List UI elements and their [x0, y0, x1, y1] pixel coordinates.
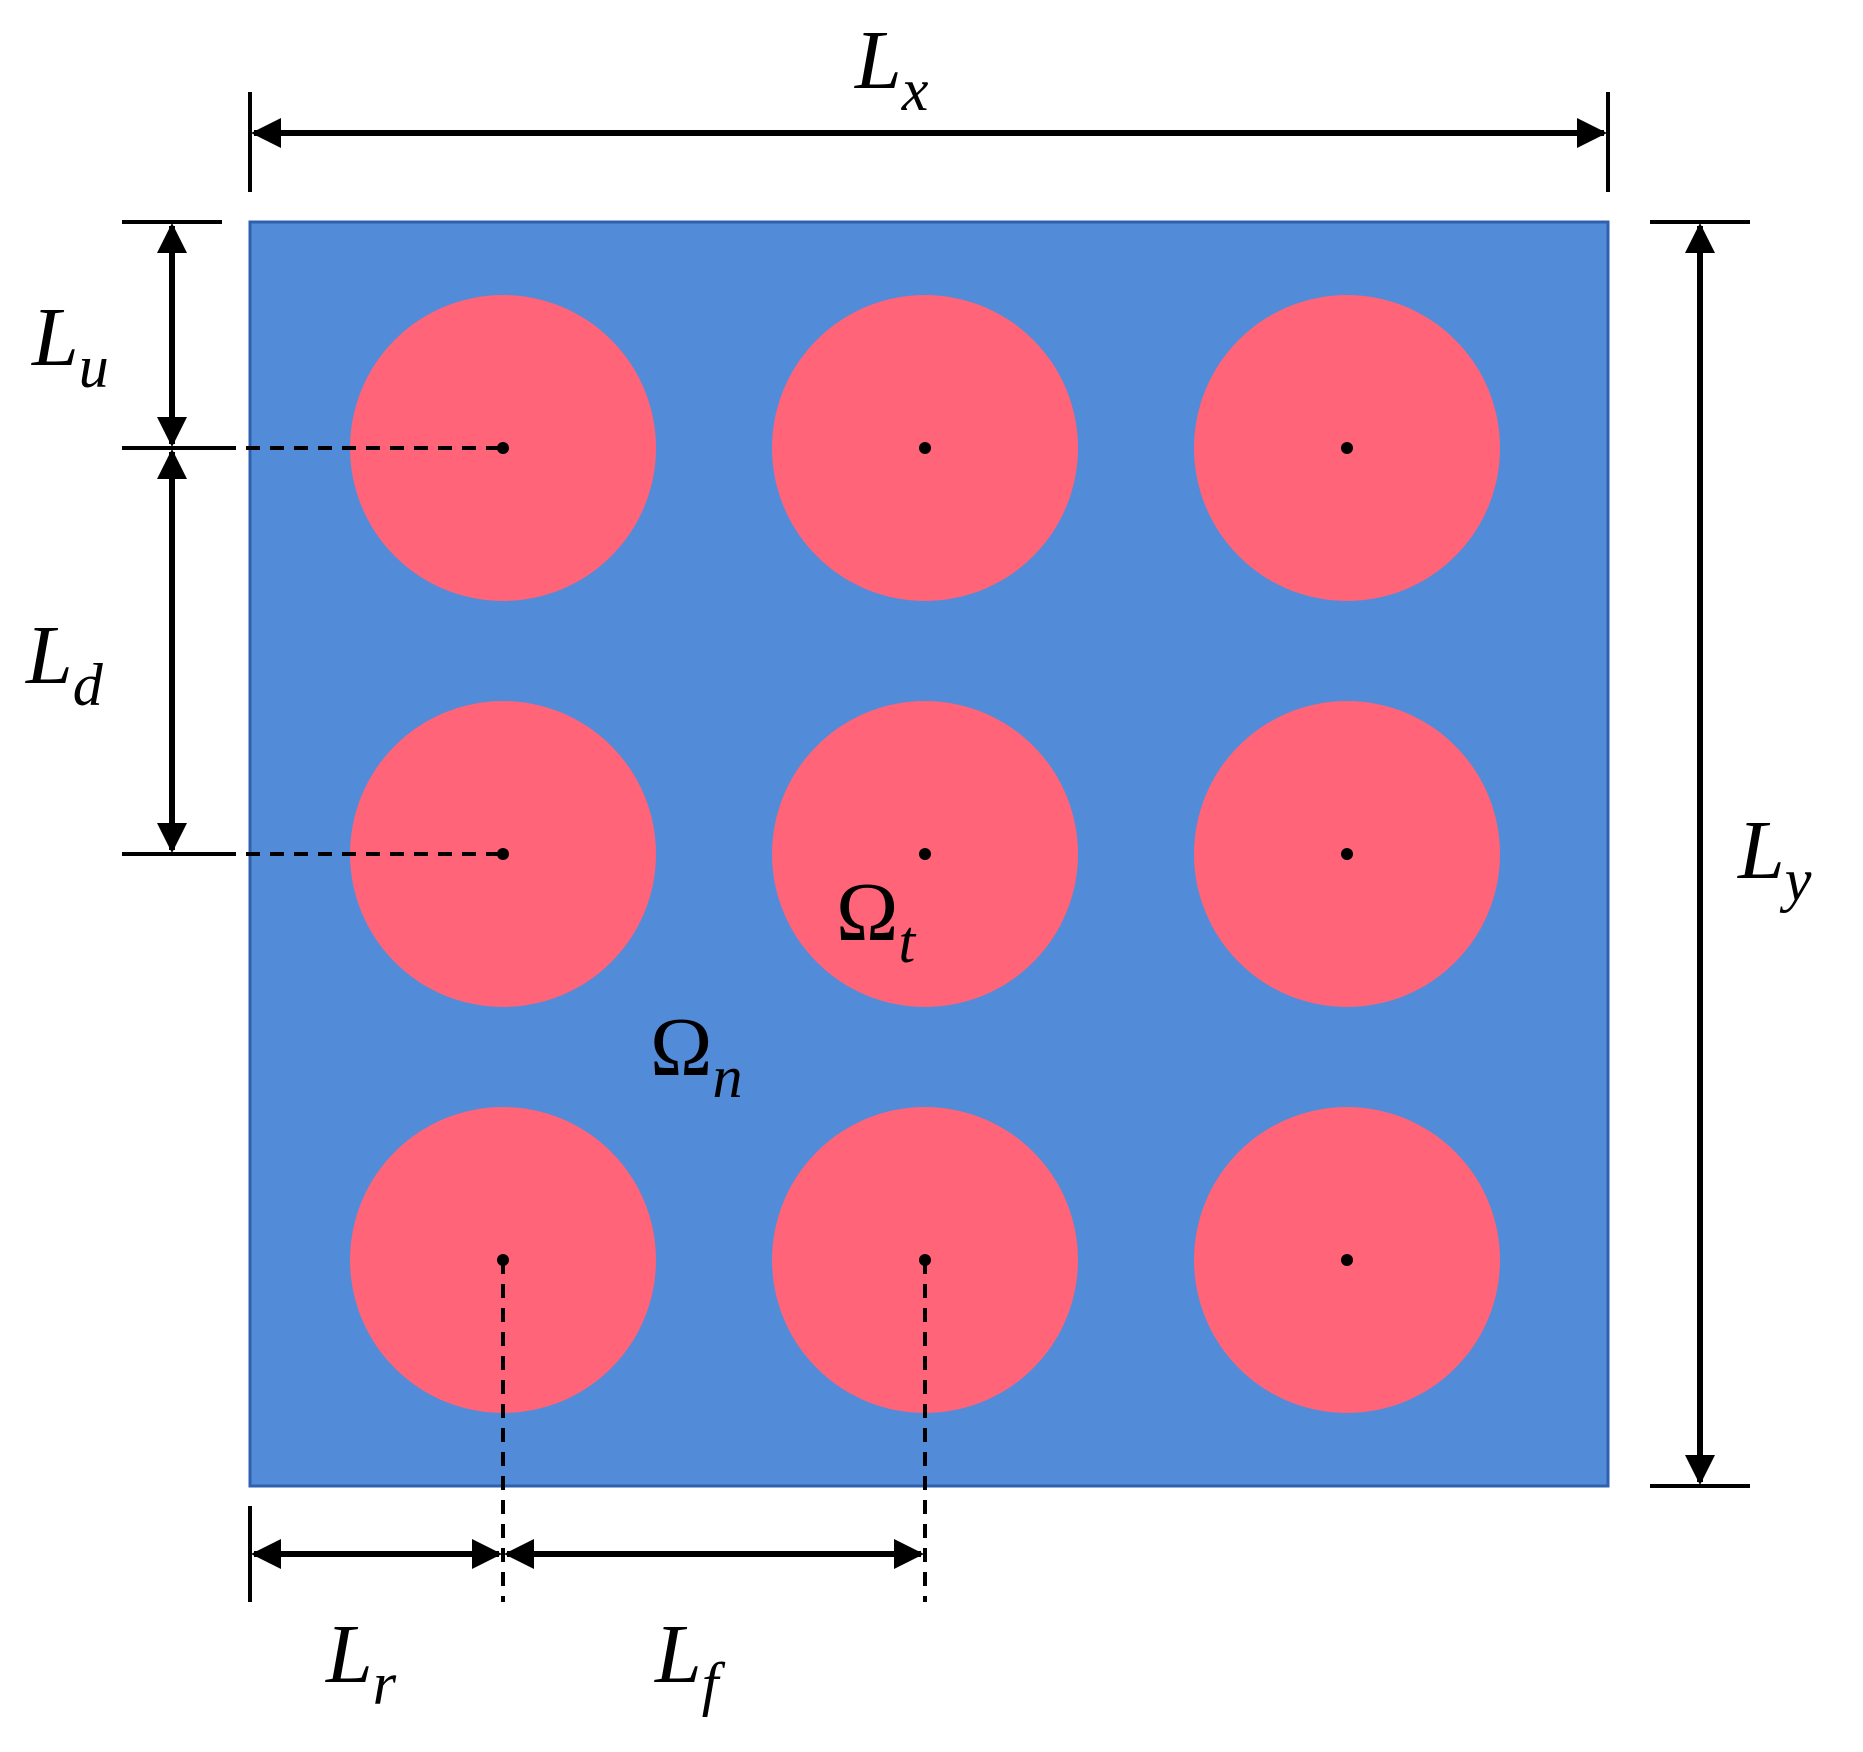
- label-ld: Ld: [25, 609, 104, 718]
- label-omega-n: Ωn: [650, 1001, 742, 1110]
- extension-lines: [122, 92, 1750, 1602]
- center-dot-r2-c1: [497, 848, 509, 860]
- label-ly: Ly: [1737, 804, 1812, 913]
- label-lx: Lx: [854, 14, 929, 123]
- center-dot-r2-c2: [919, 848, 931, 860]
- center-dot-r1-c1: [497, 442, 509, 454]
- label-lu: Lu: [31, 291, 109, 400]
- label-lr: Lr: [325, 1608, 397, 1717]
- center-dot-r1-c2: [919, 442, 931, 454]
- center-dot-r2-c3: [1341, 848, 1353, 860]
- center-dot-r1-c3: [1341, 442, 1353, 454]
- label-omega-t: Ωt: [836, 866, 916, 975]
- center-dot-r3-c3: [1341, 1254, 1353, 1266]
- reference-lines: [222, 446, 927, 1602]
- label-lf: Lf: [654, 1608, 726, 1717]
- dimension-arrows: [157, 118, 1715, 1569]
- inclusion-grid: [350, 295, 1500, 1413]
